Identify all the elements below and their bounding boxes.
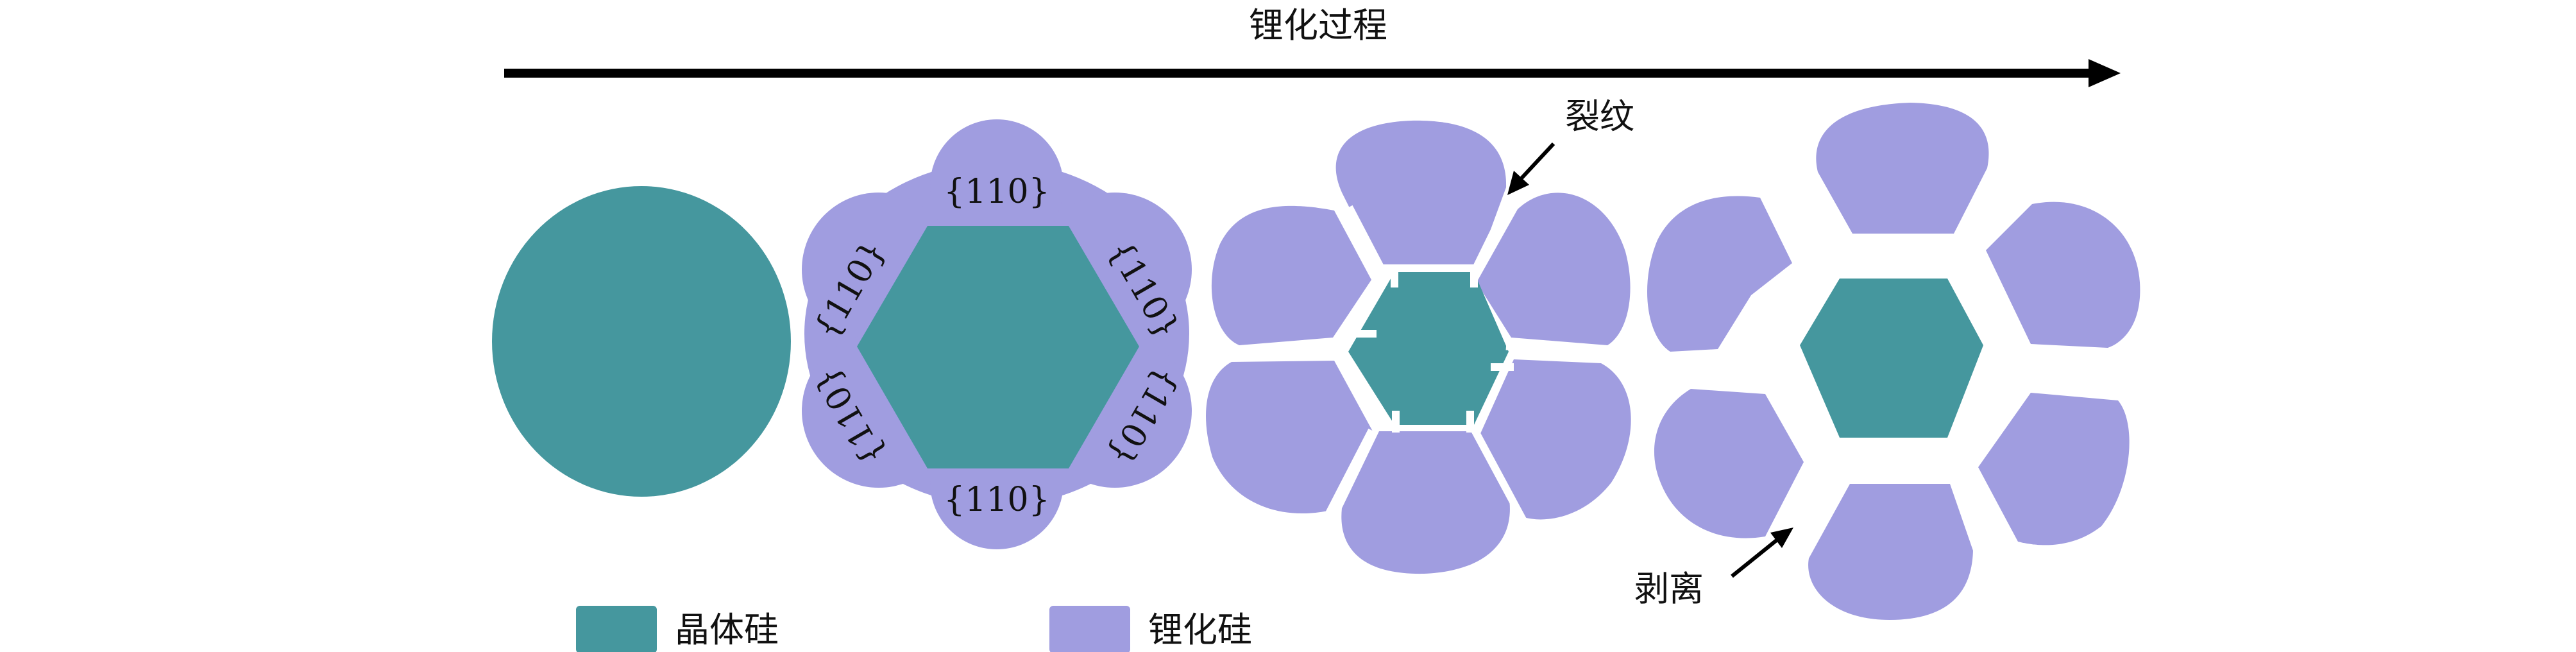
legend-swatch-lithiated: [1049, 606, 1130, 652]
legend-swatch-crystalline: [576, 606, 657, 652]
peel-label: 剥离: [1634, 569, 1704, 609]
fragment-bottom: [1341, 431, 1510, 574]
legend-label-crystalline: 晶体硅: [675, 610, 779, 650]
legend: 晶体硅 锂化硅: [576, 606, 1252, 652]
crack-label: 裂纹: [1565, 96, 1634, 137]
cracked-core: [1348, 272, 1509, 425]
fragment-upper-left: [1211, 205, 1371, 345]
legend-label-lithiated: 锂化硅: [1148, 610, 1252, 650]
crystalline-core: [857, 226, 1139, 468]
facet-label-bottom: {110}: [944, 481, 1049, 519]
crystalline-silicon-particle: [492, 186, 791, 497]
fragment-upper-right: [1477, 193, 1631, 345]
fragment-top: [1335, 120, 1507, 264]
peeled-fragment-bottom: [1808, 484, 1973, 620]
peeled-fragment-upper-left: [1647, 196, 1792, 352]
crack-gaps: [1221, 191, 1621, 523]
lithiated-shell-stage: {110} {110} {110} {110} {110} {110}: [802, 119, 1192, 549]
peeled-particle-stage: [1647, 103, 2140, 620]
peeled-fragment-lower-right: [1978, 393, 2130, 545]
peeled-fragments: [1647, 103, 2140, 620]
facet-label-top: {110}: [944, 173, 1049, 211]
process-arrow: [504, 59, 2121, 87]
peeled-fragment-lower-left: [1654, 389, 1804, 538]
fragment-lower-left: [1206, 361, 1373, 514]
peeled-core: [1800, 279, 1983, 438]
diagram-title: 锂化过程: [1249, 5, 1387, 46]
fragment-lower-right: [1479, 359, 1631, 520]
peeled-fragment-top: [1816, 103, 1989, 234]
cracked-particle-stage: [1206, 120, 1631, 574]
peel-annotation: 剥离: [1634, 528, 1793, 609]
crack-annotation: 裂纹: [1507, 96, 1634, 195]
peeled-fragment-upper-right: [1986, 202, 2140, 348]
cracked-shell-fragments: [1206, 120, 1631, 574]
